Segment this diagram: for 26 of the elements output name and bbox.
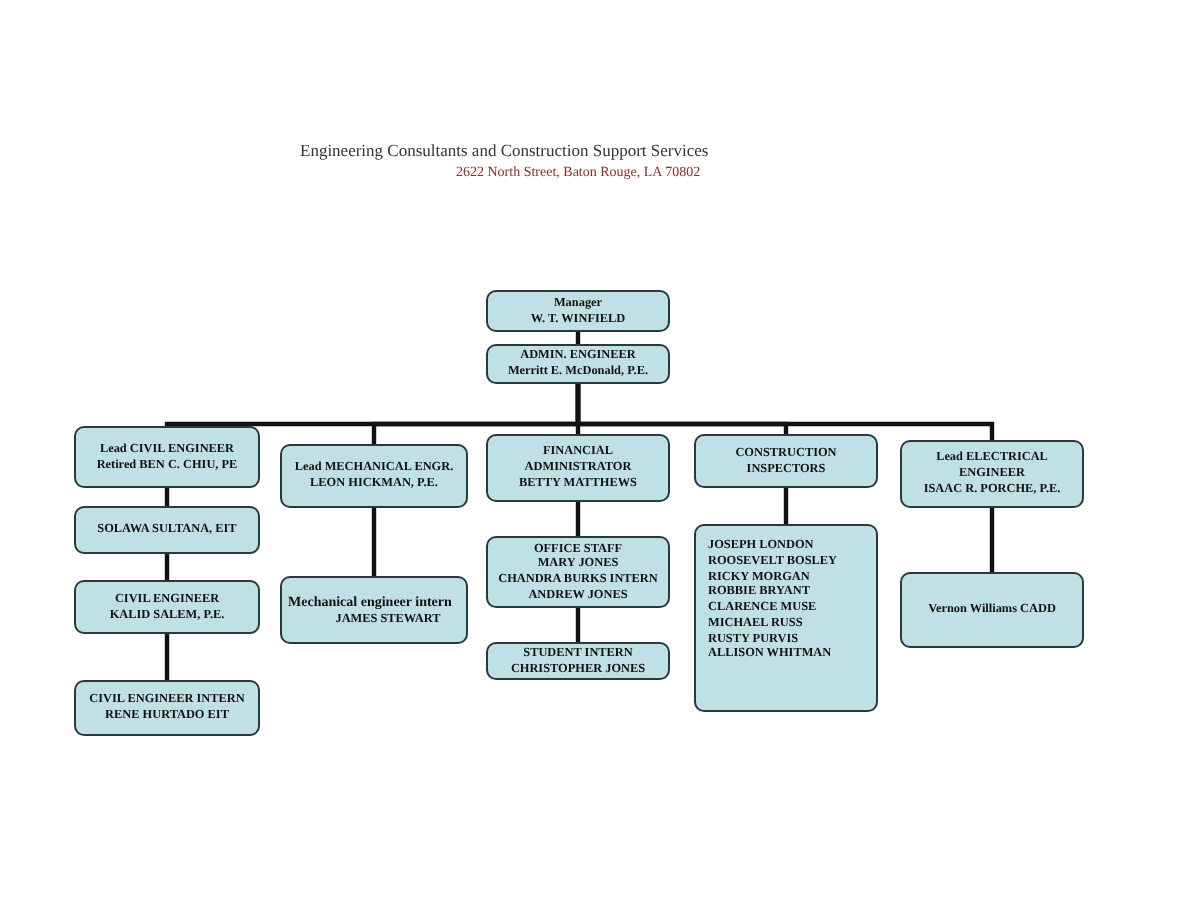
connector-line [575,384,995,440]
connector-line [575,332,581,344]
org-box [280,576,468,644]
connector-line [989,508,995,572]
org-box [74,506,260,554]
connector-line [164,488,170,506]
org-box [486,642,670,680]
org-box [900,572,1084,648]
org-box [694,434,878,488]
connector-line [371,508,377,576]
connector-line [164,554,170,580]
org-box [900,440,1084,508]
connector-line [575,502,581,536]
org-box [486,344,670,384]
tagline-text: Engineering Consultants and Construction Support Services [300,140,709,160]
connector-line [164,634,170,680]
org-box [486,434,670,502]
org-box [694,524,878,712]
connector-line [783,488,789,524]
org-box [74,580,260,634]
org-box [74,680,260,736]
org-box [280,444,468,508]
connector-line [575,608,581,642]
org-box [486,536,670,608]
org-box [486,290,670,332]
org-box [74,426,260,488]
